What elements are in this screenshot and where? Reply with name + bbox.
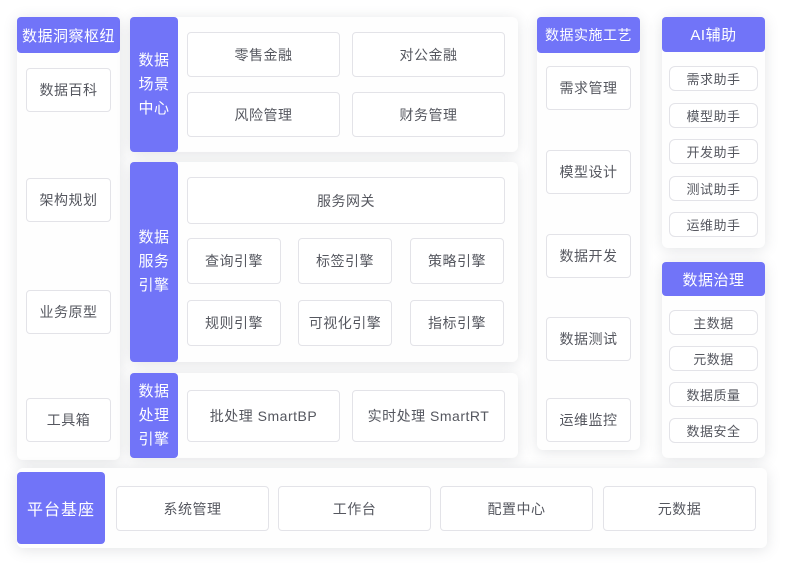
processing-engine-panel: 数据 处理 引擎 批处理 SmartBP 实时处理 SmartRT (130, 373, 518, 458)
scene-box: 零售金融 (187, 32, 340, 77)
process-item-box: 模型设计 (546, 150, 631, 194)
insight-hub-title: 数据洞察枢纽 (17, 17, 120, 53)
engine-box: 规则引擎 (187, 300, 281, 346)
ai-item-box: 模型助手 (669, 103, 758, 128)
platform-item-box: 配置中心 (440, 486, 593, 531)
engine-box: 标签引擎 (298, 238, 392, 284)
ai-assist-panel: AI辅助 需求助手 模型助手 开发助手 测试助手 运维助手 (662, 17, 765, 248)
scene-box: 对公金融 (352, 32, 505, 77)
service-gateway-box: 服务网关 (187, 177, 505, 224)
ai-item-box: 需求助手 (669, 66, 758, 91)
service-engine-panel: 数据 服务 引擎 服务网关 查询引擎 标签引擎 策略引擎 规则引擎 可视化引擎 … (130, 162, 518, 362)
engine-box: 策略引擎 (410, 238, 504, 284)
ai-item-box: 开发助手 (669, 139, 758, 164)
scene-center-panel: 数据 场景 中心 零售金融 对公金融 风险管理 财务管理 (130, 17, 518, 152)
process-item-box: 数据测试 (546, 317, 631, 361)
governance-item-box: 数据安全 (669, 418, 758, 443)
platform-item-box: 工作台 (278, 486, 431, 531)
governance-item-box: 主数据 (669, 310, 758, 335)
engine-box: 可视化引擎 (298, 300, 392, 346)
insight-hub-panel: 数据洞察枢纽 数据百科 架构规划 业务原型 工具箱 (17, 17, 120, 460)
insight-item-box: 数据百科 (26, 68, 111, 112)
ai-assist-title: AI辅助 (662, 17, 765, 52)
governance-panel: 数据治理 主数据 元数据 数据质量 数据安全 (662, 262, 765, 458)
insight-item-box: 工具箱 (26, 398, 111, 442)
engine-box: 查询引擎 (187, 238, 281, 284)
service-engine-label: 数据 服务 引擎 (130, 162, 178, 362)
implementation-panel: 数据实施工艺 需求管理 模型设计 数据开发 数据测试 运维监控 (537, 17, 640, 450)
process-item-box: 运维监控 (546, 398, 631, 442)
processing-engine-label: 数据 处理 引擎 (130, 373, 178, 458)
platform-item-box: 系统管理 (116, 486, 269, 531)
engine-box: 指标引擎 (410, 300, 504, 346)
processing-box: 批处理 SmartBP (187, 390, 340, 442)
ai-item-box: 测试助手 (669, 176, 758, 201)
insight-item-box: 业务原型 (26, 290, 111, 334)
platform-item-box: 元数据 (603, 486, 756, 531)
scene-box: 财务管理 (352, 92, 505, 137)
ai-item-box: 运维助手 (669, 212, 758, 237)
process-item-box: 需求管理 (546, 66, 631, 110)
implementation-title: 数据实施工艺 (537, 17, 640, 53)
governance-item-box: 元数据 (669, 346, 758, 371)
platform-base-panel: 平台基座 系统管理 工作台 配置中心 元数据 (17, 468, 767, 548)
insight-item-box: 架构规划 (26, 178, 111, 222)
process-item-box: 数据开发 (546, 234, 631, 278)
scene-box: 风险管理 (187, 92, 340, 137)
platform-base-title: 平台基座 (17, 472, 105, 544)
scene-center-label: 数据 场景 中心 (130, 17, 178, 152)
governance-title: 数据治理 (662, 262, 765, 296)
processing-box: 实时处理 SmartRT (352, 390, 505, 442)
governance-item-box: 数据质量 (669, 382, 758, 407)
